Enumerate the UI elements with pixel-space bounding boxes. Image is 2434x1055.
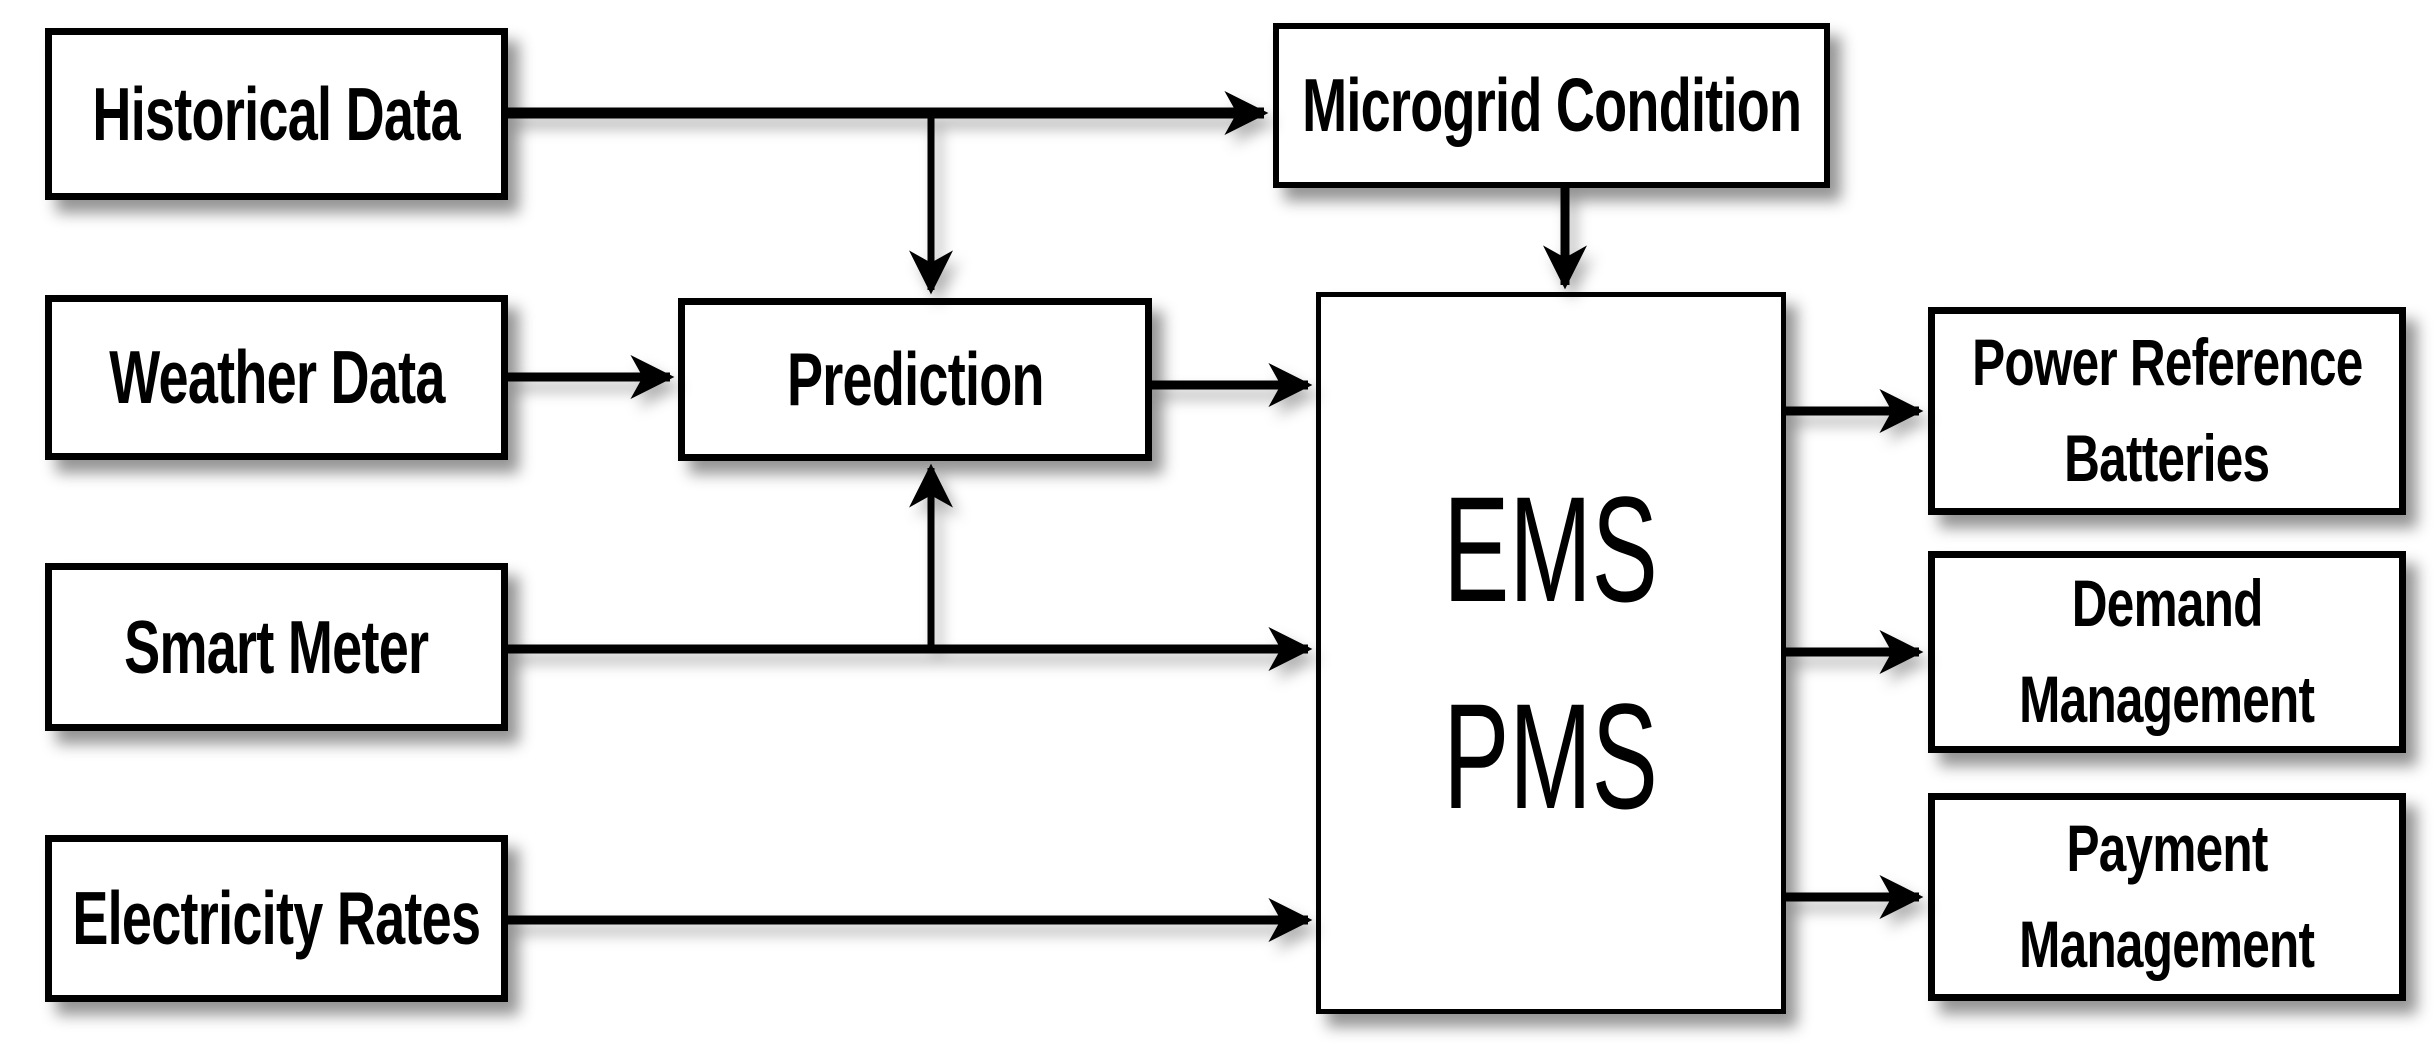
node-label-demand-management: Management <box>2019 662 2315 736</box>
node-label-microgrid-condition: Microgrid Condition <box>1301 63 1802 148</box>
node-label-payment: Payment <box>2066 811 2268 886</box>
node-label-payment-management: Management <box>2019 907 2315 981</box>
node-ems-pms: EMS PMS <box>1316 292 1786 1014</box>
node-label-prediction: Prediction <box>786 337 1045 422</box>
node-weather-data: Weather Data <box>45 295 508 460</box>
node-label-smart-meter: Smart Meter <box>124 604 429 689</box>
node-label-ems: EMS <box>1443 465 1659 633</box>
node-label-demand: Demand <box>2071 566 2264 641</box>
node-label-power-reference: Power Reference <box>1971 325 2363 400</box>
node-payment-management: Payment Management <box>1928 793 2406 1001</box>
node-label-weather-data: Weather Data <box>108 335 445 420</box>
node-label-electricity-rates: Electricity Rates <box>72 876 482 961</box>
node-electricity-rates: Electricity Rates <box>45 835 508 1002</box>
node-demand-management: Demand Management <box>1928 551 2406 753</box>
node-historical-data: Historical Data <box>45 28 508 200</box>
node-label-pms: PMS <box>1443 672 1659 840</box>
node-label-historical-data: Historical Data <box>92 71 461 156</box>
node-label-batteries: Batteries <box>2064 421 2270 495</box>
node-microgrid-condition: Microgrid Condition <box>1273 23 1830 188</box>
node-prediction: Prediction <box>678 298 1152 461</box>
node-power-reference-batteries: Power Reference Batteries <box>1928 307 2406 515</box>
node-smart-meter: Smart Meter <box>45 563 508 731</box>
